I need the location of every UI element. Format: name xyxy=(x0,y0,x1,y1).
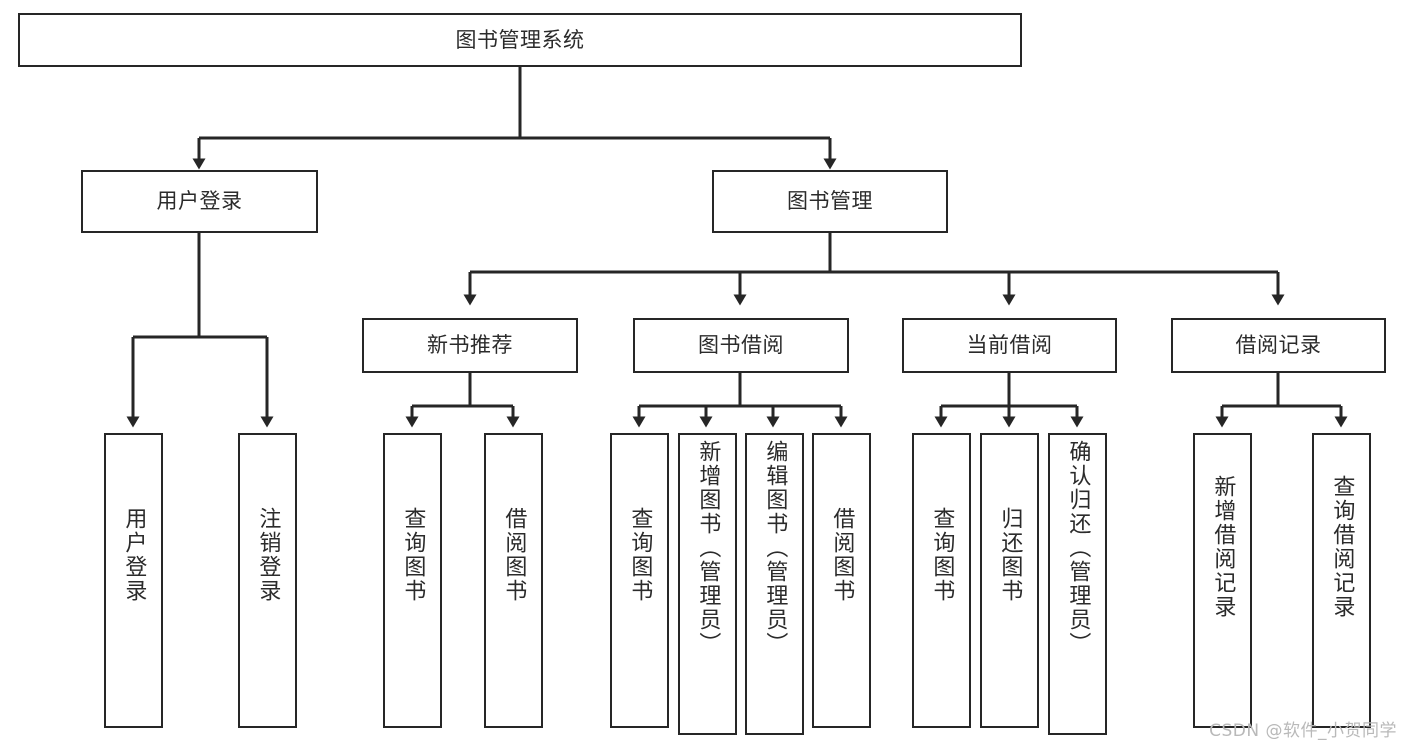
leaf-edit-book-admin[interactable]: 编辑图书（管理员） xyxy=(745,433,804,735)
node-label: 编辑图书（管理员） xyxy=(762,440,788,656)
node-label: 图书管理系统 xyxy=(455,27,585,52)
csdn-watermark: CSDN @软件_小贺同学 xyxy=(1209,721,1397,741)
leaf-borrow-book-new[interactable]: 借阅图书 xyxy=(484,433,543,728)
node-label: 借阅图书 xyxy=(829,507,855,603)
node-label: 借阅记录 xyxy=(1235,333,1322,358)
node-label: 新增图书（管理员） xyxy=(695,440,721,656)
leaf-add-book-admin[interactable]: 新增图书（管理员） xyxy=(678,433,737,735)
leaf-query-book-current[interactable]: 查询图书 xyxy=(912,433,971,728)
node-label: 借阅图书 xyxy=(501,507,527,603)
node-label: 图书借阅 xyxy=(698,333,784,358)
node-label: 查询图书 xyxy=(400,507,426,603)
node-label: 新书推荐 xyxy=(427,333,513,358)
node-root-system[interactable]: 图书管理系统 xyxy=(18,13,1022,67)
node-label: 注销登录 xyxy=(255,507,281,603)
node-label: 确认归还（管理员） xyxy=(1065,440,1091,656)
node-label: 用户登录 xyxy=(121,507,147,603)
leaf-user-login[interactable]: 用户登录 xyxy=(104,433,163,728)
leaf-query-book-borrow[interactable]: 查询图书 xyxy=(610,433,669,728)
node-label: 查询图书 xyxy=(627,507,653,603)
leaf-borrow-book[interactable]: 借阅图书 xyxy=(812,433,871,728)
node-label: 查询借阅记录 xyxy=(1329,475,1355,619)
node-book-borrow[interactable]: 图书借阅 xyxy=(633,318,849,373)
leaf-logout[interactable]: 注销登录 xyxy=(238,433,297,728)
leaf-query-book-new[interactable]: 查询图书 xyxy=(383,433,442,728)
leaf-confirm-return-admin[interactable]: 确认归还（管理员） xyxy=(1048,433,1107,735)
node-book-management[interactable]: 图书管理 xyxy=(712,170,948,233)
node-label: 图书管理 xyxy=(787,189,873,214)
leaf-return-book[interactable]: 归还图书 xyxy=(980,433,1039,728)
node-label: 用户登录 xyxy=(156,189,243,214)
node-borrow-records[interactable]: 借阅记录 xyxy=(1171,318,1386,373)
node-user-login[interactable]: 用户登录 xyxy=(81,170,318,233)
node-label: 归还图书 xyxy=(997,507,1023,603)
node-label: 查询图书 xyxy=(929,507,955,603)
leaf-query-borrow-record[interactable]: 查询借阅记录 xyxy=(1312,433,1371,728)
leaf-add-borrow-record[interactable]: 新增借阅记录 xyxy=(1193,433,1252,728)
node-label: 新增借阅记录 xyxy=(1210,475,1236,619)
node-label: 当前借阅 xyxy=(966,333,1053,358)
node-new-book-recommend[interactable]: 新书推荐 xyxy=(362,318,578,373)
node-current-borrow[interactable]: 当前借阅 xyxy=(902,318,1117,373)
